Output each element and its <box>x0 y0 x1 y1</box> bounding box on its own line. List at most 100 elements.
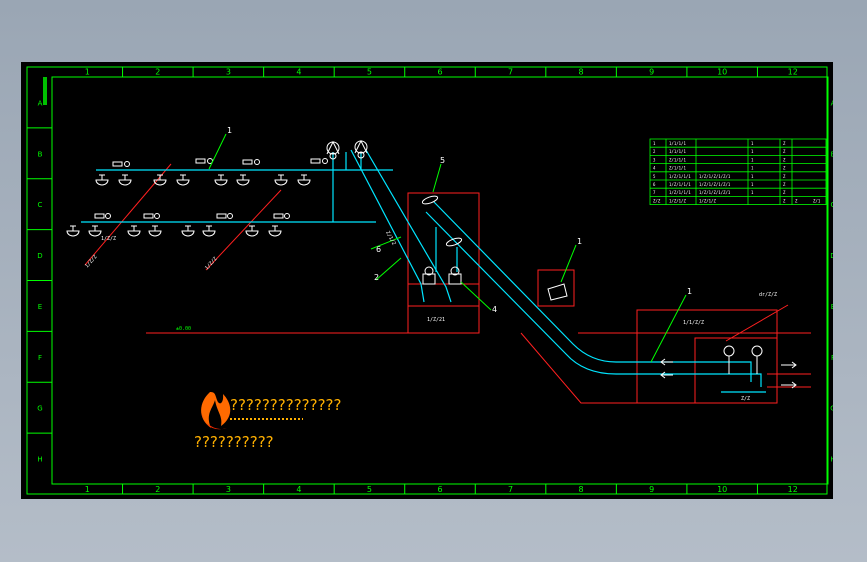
frame-row-label: E <box>831 303 833 311</box>
frame-column-label: 5 <box>367 485 372 494</box>
bom-cell: 1/Z/1/1/1 <box>669 174 691 179</box>
frame-row-label: C <box>831 201 833 209</box>
bom-cell: 1 <box>751 141 754 146</box>
frame-column-label: 7 <box>508 485 513 494</box>
frame-row-label: B <box>38 150 43 158</box>
callout-1b: 1 <box>577 237 582 246</box>
frame-column-label: 1 <box>85 485 90 494</box>
pipe-network <box>81 149 766 393</box>
structure-lines <box>84 163 811 404</box>
frame-column-label: 10 <box>717 68 727 77</box>
frame-row-label: H <box>37 456 42 464</box>
frame-row-label: A <box>38 99 43 107</box>
frame-column-label: 8 <box>579 68 584 77</box>
bom-footer-cell: 1/Z/1/Z <box>699 198 716 203</box>
bom-cell: 1 <box>751 166 754 171</box>
conveyor-buckets <box>421 195 463 247</box>
bom-footer-cell: Z <box>783 198 786 203</box>
frame-row-label: H <box>830 456 833 464</box>
right-lower-tag: Z/Z <box>741 396 750 402</box>
bom-footer-cell: Z/Z <box>653 198 661 203</box>
bom-cell: 1 <box>653 141 656 146</box>
bom-cell: 1 <box>751 149 754 154</box>
frame-column-label: 6 <box>437 68 442 77</box>
box-left-label: 1/Z/21 <box>427 317 445 323</box>
callout-5: 5 <box>440 156 445 165</box>
bom-cell: 1 <box>751 174 754 179</box>
bom-footer-cell: 1/Z/1/Z <box>669 198 686 203</box>
callout-6: 6 <box>376 245 381 254</box>
callout-labels: 1 1 1 2 5 6 4 <box>227 126 692 314</box>
drawing-frame <box>26 66 829 495</box>
bom-cell: 1/Z/1/Z/1/Z/1 <box>699 190 731 195</box>
bom-cell: 1 <box>751 190 754 195</box>
bom-footer-cell: Z <box>795 198 798 203</box>
diag-tag-1: 1/Z/Z <box>84 254 99 269</box>
frame-row-labels-right: A B C D E F G H <box>830 99 833 463</box>
frame-column-label: 2 <box>155 68 160 77</box>
frame-row-label: G <box>830 405 833 413</box>
frame-row-label: F <box>38 354 42 362</box>
bom-cell: Z <box>783 157 786 162</box>
frame-column-label: 2 <box>155 485 160 494</box>
bom-cell: 7 <box>653 190 656 195</box>
frame-column-label: 3 <box>226 485 231 494</box>
bom-cell: 6 <box>653 182 656 187</box>
frame-row-label: B <box>831 150 833 158</box>
callout-2: 2 <box>374 273 379 282</box>
bom-cell: 1/Z/1/Z/1/Z/1 <box>699 174 731 179</box>
bom-cell: 1/Z/1/Z/1/Z/1 <box>699 182 731 187</box>
frame-column-label: 12 <box>788 485 798 494</box>
bom-cell: Z <box>783 166 786 171</box>
bom-cell: Z/1/1/1 <box>669 157 686 162</box>
frame-row-label: A <box>831 99 833 107</box>
frame-row-label: E <box>38 303 42 311</box>
frame-column-label: 10 <box>717 485 727 494</box>
bom-cell: 1/1/1/1 <box>669 141 686 146</box>
bom-cell: 1/1/1/1 <box>669 149 686 154</box>
frame-column-label: 4 <box>296 485 301 494</box>
logo-title: ?????????????? <box>230 396 341 414</box>
bom-cell: 1 <box>751 157 754 162</box>
callout-4: 4 <box>492 305 497 314</box>
right-tag: dr/Z/Z <box>759 292 777 298</box>
frame-column-label: 1 <box>85 68 90 77</box>
bom-cell: 4 <box>653 166 656 171</box>
bom-footer-cell: Z/1 <box>813 198 821 203</box>
flame-icon <box>201 392 231 428</box>
diag-tag-3: 1/Z/Z <box>101 236 116 242</box>
frame-row-label: D <box>830 252 833 260</box>
bom-cell: Z/1/1/1 <box>669 166 686 171</box>
callout-leaders <box>208 133 687 363</box>
bom-cell: Z <box>783 182 786 187</box>
bom-cell: 1/Z/1/1/1 <box>669 190 691 195</box>
frame-row-label: F <box>831 354 833 362</box>
logo-subtitle: ?????????? <box>194 433 274 451</box>
bom-cell: 3 <box>653 157 656 162</box>
company-logo: ?????????????? ?????????? <box>194 392 341 451</box>
bom-cell: 1 <box>751 182 754 187</box>
callout-1a: 1 <box>227 126 232 135</box>
frame-column-label: 7 <box>508 68 513 77</box>
title-strip <box>43 77 47 105</box>
bom-cell: Z <box>783 190 786 195</box>
frame-column-label: 6 <box>437 485 442 494</box>
bom-cell: Z <box>783 141 786 146</box>
annotations: ±0.00 1/Z/21 1/1/Z/Z dr/Z/Z Z/Z 1/Z/Z 1/… <box>84 230 777 402</box>
bom-cell: 5 <box>653 174 656 179</box>
frame-column-label: 3 <box>226 68 231 77</box>
bom-cell: 1/Z/1/1/1 <box>669 182 691 187</box>
bom-cell: Z <box>783 174 786 179</box>
frame-row-label: G <box>37 405 42 413</box>
frame-column-label: 12 <box>788 68 798 77</box>
box-right-label: 1/1/Z/Z <box>683 320 704 326</box>
bom-cell: Z <box>783 149 786 154</box>
frame-column-label: 9 <box>649 68 654 77</box>
frame-column-label: 8 <box>579 485 584 494</box>
bom-cell: 2 <box>653 149 656 154</box>
